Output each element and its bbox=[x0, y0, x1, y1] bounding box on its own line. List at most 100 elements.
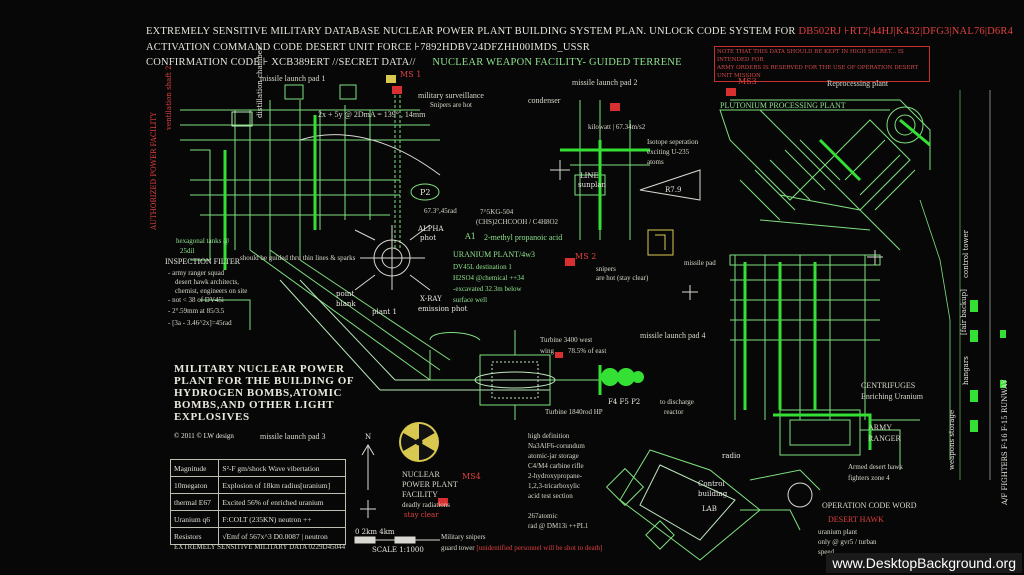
label-main-entry: AUTHORIZED POWER FACILITY bbox=[150, 112, 158, 230]
label-missile-pad-3: missile launch pad 3 bbox=[260, 432, 326, 441]
label-desert-hawk: Armed desert hawk bbox=[848, 463, 903, 471]
label-blank: blank bbox=[336, 300, 356, 308]
label-r79: R7.9 bbox=[665, 186, 682, 194]
label-insp-3: chemist, engineers on site bbox=[175, 287, 248, 295]
label-reprocessing: Reprocessing plant bbox=[827, 79, 889, 88]
label-chem-1: 7^5KG-504 bbox=[480, 208, 514, 216]
label-chem-list-1: Na3AlF6-corundum bbox=[528, 442, 585, 450]
label-chem-list-6: acid test section bbox=[528, 492, 573, 500]
warning-box: NOTE THAT THIS DATA SHOULD BE KEPT IN HI… bbox=[714, 46, 930, 82]
label-military-snipers: Military snipers bbox=[441, 533, 486, 541]
label-deadly: deadly radiations bbox=[402, 501, 451, 509]
label-angle: 67.3°,45rad bbox=[424, 207, 457, 215]
label-guided: should be guided thru thin lines & spark… bbox=[240, 254, 356, 262]
label-chem-list-4: 2-hydroxypropane- bbox=[528, 472, 583, 480]
label-alpha: ALPHA bbox=[418, 225, 444, 233]
label-east: 78.5% of east bbox=[568, 347, 607, 355]
label-surface: surface well bbox=[453, 296, 488, 304]
label-sunplan: sunplan bbox=[578, 181, 607, 189]
label-uranium: URANIUM PLANT/4w3 bbox=[453, 250, 535, 259]
north-marker: N bbox=[365, 433, 372, 441]
label-alpha-2: phot bbox=[420, 234, 437, 242]
header-line-1: EXTREMELY SENSITIVE MILITARY DATABASE NU… bbox=[146, 26, 1014, 37]
label-p2: P2 bbox=[420, 188, 431, 197]
label-insp-5: - 2°.59mm at 85/3.5 bbox=[168, 307, 225, 315]
label-insp-4: - not < 38 of DV45i bbox=[168, 296, 224, 304]
label-fighters: fighters zone 4 bbox=[848, 474, 890, 482]
label-army-ranger: ARMY bbox=[868, 423, 893, 432]
label-chem-list-5: 1,2,3-tricarboxylic bbox=[528, 482, 581, 490]
label-nuclear-facility: NUCLEAR POWER PLANT FACILITY bbox=[402, 470, 458, 499]
label-line: LINE bbox=[580, 172, 599, 180]
scale-label: SCALE 1:1000 bbox=[372, 546, 424, 554]
label-copyright: © 2011 © LW design bbox=[174, 432, 234, 440]
label-ventilation: ventilation shaft 2 bbox=[165, 65, 173, 130]
label-turbine-2: Turbine 1840rod HP bbox=[545, 408, 603, 416]
label-surveillance: military surveillance bbox=[418, 91, 484, 100]
label-desert-hawk-red: DESERT HAWK bbox=[828, 515, 884, 524]
label-hex-tanks: hexagonal tanks @ bbox=[176, 237, 230, 245]
label-lab: LAB bbox=[702, 505, 717, 513]
label-point: point bbox=[336, 290, 355, 298]
label-chem-list-3: C4/M4 carbine rifle bbox=[528, 462, 584, 470]
label-stay-clear: stay clear bbox=[404, 511, 439, 519]
header-line-2: ACTIVATION COMMAND CODE DESERT UNIT FORC… bbox=[146, 42, 590, 53]
label-chem-list-2: atomic-jar storage bbox=[528, 452, 579, 460]
label-missile-pad: missile pad bbox=[684, 259, 716, 267]
label-to-discharge: to discharge bbox=[660, 398, 694, 406]
label-snipers-easy: snipers bbox=[596, 265, 616, 273]
label-army-ranger-2: RANGER bbox=[868, 434, 901, 443]
label-f-labels: F4 F5 P2 bbox=[608, 398, 641, 406]
label-hangars: hangars bbox=[962, 356, 970, 385]
unlock-code: DB502RJ ⊦RT2|44HJ|K432|DFG3|NAL76|D6R4 bbox=[798, 26, 1014, 37]
label-dv45: DV45L destination 1 bbox=[453, 263, 512, 271]
label-missile-pad-1: missile launch pad 1 bbox=[260, 74, 326, 83]
label-inspection: INSPECTION FILTER bbox=[165, 257, 241, 266]
label-excavated: -excavated 32.3m below bbox=[453, 285, 522, 293]
label-missile-pad-2: missile launch pad 2 bbox=[572, 78, 638, 87]
watermark: www.DesktopBackground.org bbox=[826, 553, 1022, 573]
label-ms3: MS3 bbox=[738, 77, 757, 86]
table-row: Resistors√Emf of 567x^3 D0.0087 | neutro… bbox=[169, 527, 346, 545]
label-snipers-easy-2: are hot (stay clear) bbox=[596, 274, 649, 282]
label-wing: wing bbox=[540, 347, 554, 355]
label-control-1: Control bbox=[698, 480, 725, 488]
label-reactor: reactor bbox=[664, 408, 684, 416]
label-missile-pad-4: missile launch pad 4 bbox=[640, 331, 706, 340]
title-block: MILITARY NUCLEAR POWER PLANT FOR THE BUI… bbox=[174, 363, 355, 423]
label-high-def: high definition bbox=[528, 432, 570, 440]
label-insp-2: desert hawk architects, bbox=[175, 278, 239, 286]
label-isotope-2: exciting U-235 bbox=[647, 148, 690, 156]
label-acid: 2-methyl propanoic acid bbox=[484, 233, 563, 242]
label-isotope-3: atoms bbox=[647, 158, 664, 166]
label-plutonium: PLUTONIUM PROCESSING PLANT bbox=[720, 101, 846, 110]
label-uranium-plant: uranium plant bbox=[818, 528, 858, 536]
label-snipers-hot: Snipers are hot bbox=[430, 101, 472, 109]
label-airstrip: A/F FIGHTERS F-16 F-15 RUNWAY bbox=[1001, 379, 1009, 506]
label-xray-2: emission phot bbox=[418, 305, 468, 313]
label-insp-1: - army ranger squad bbox=[168, 269, 225, 277]
label-only-at: only @ gvr5 / turban bbox=[818, 538, 877, 546]
label-kilowatt: kilowatt | 67.34m/s2 bbox=[588, 123, 646, 131]
label-atomic: 267atomic bbox=[528, 512, 558, 520]
table-footer: EXTREMELY SENSITIVE MILITARY DATA 0229D4… bbox=[174, 543, 346, 551]
label-enriching: Enriching Uranium bbox=[861, 392, 923, 401]
label-centrifuges: CENTRIFUGES bbox=[861, 381, 916, 390]
label-guard-tower: guard tower [unidentified personnel will… bbox=[441, 544, 603, 552]
label-h2so4: H2SO4 @chemical ++34 bbox=[453, 274, 525, 282]
label-insp-6: - [3a - 3.46^2x]=45rad bbox=[168, 319, 232, 327]
label-speed: speed bbox=[818, 548, 834, 556]
label-a1: A1 bbox=[465, 232, 476, 241]
label-distillation: distillation chamber bbox=[256, 46, 264, 118]
label-xray: X-RAY bbox=[420, 295, 442, 303]
label-chem-2: (CHS)2CHCOOH / C4H8O2 bbox=[476, 218, 559, 226]
label-control-tower: control tower bbox=[962, 230, 970, 278]
label-condenser: condenser bbox=[528, 96, 561, 105]
scale-ticks: 0 2km 4km bbox=[355, 528, 395, 536]
